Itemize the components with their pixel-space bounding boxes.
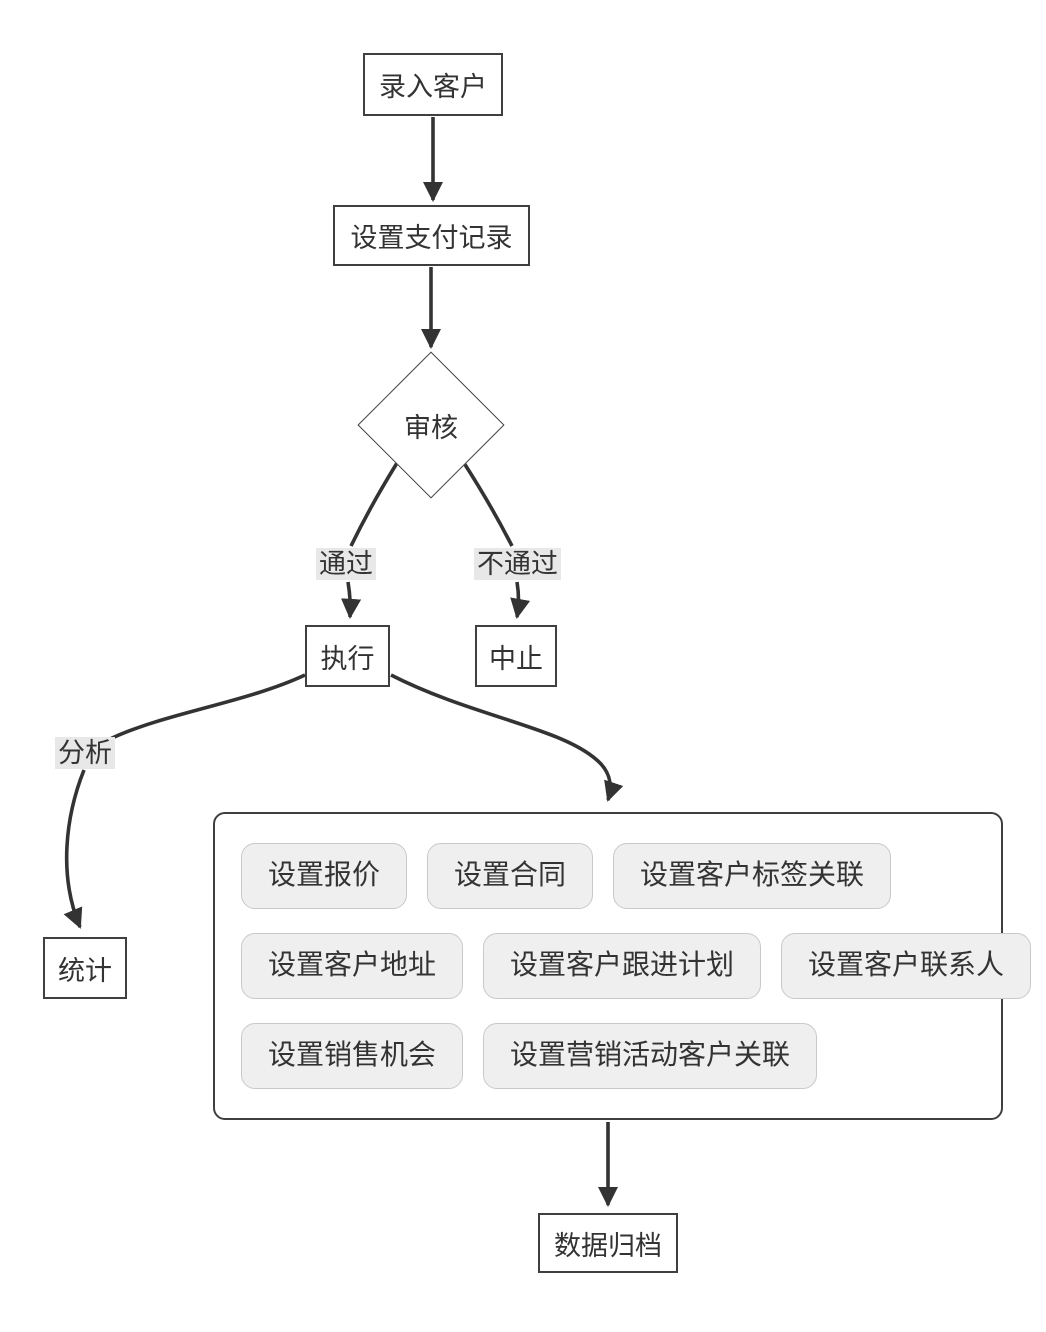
task-set-customer-contact: 设置客户联系人 <box>781 933 1032 999</box>
node-review-label: 审核 <box>404 412 458 443</box>
edge-analyze-to-statistics <box>63 769 86 929</box>
task-set-marketing-campaign-customer-relation: 设置营销活动客户关联 <box>483 1023 818 1089</box>
task-set-customer-address: 设置客户地址 <box>241 933 464 999</box>
node-enter-customer: 录入客户 <box>363 53 503 116</box>
node-abort: 中止 <box>475 625 557 687</box>
edge-label-analyze: 分析 <box>55 737 115 769</box>
edge-label-fail: 不通过 <box>474 548 561 580</box>
task-set-customer-followup-plan: 设置客户跟进计划 <box>483 933 762 999</box>
node-execute: 执行 <box>305 625 390 687</box>
task-group-container: 设置报价 设置合同 设置客户标签关联 设置客户地址 设置客户跟进计划 设置客户联… <box>213 812 1032 1120</box>
task-set-quote: 设置报价 <box>241 843 408 909</box>
task-row-3: 设置销售机会 设置营销活动客户关联 <box>241 1023 975 1089</box>
task-row-1: 设置报价 设置合同 设置客户标签关联 <box>241 843 975 909</box>
task-set-contract: 设置合同 <box>427 843 594 909</box>
node-statistics: 统计 <box>43 937 127 999</box>
task-set-sales-opportunity: 设置销售机会 <box>241 1023 464 1089</box>
edge-fail-to-abort <box>510 581 531 619</box>
node-data-archive: 数据归档 <box>538 1213 678 1273</box>
edge-execute-to-analyze <box>109 673 306 741</box>
node-set-payment-record: 设置支付记录 <box>333 205 530 266</box>
edge-pass-to-execute <box>341 581 362 620</box>
edge-label-pass: 通过 <box>316 548 376 580</box>
edge-review-to-pass <box>349 462 399 547</box>
edge-execute-to-taskgroup <box>390 673 624 802</box>
task-set-customer-tag-relation: 设置客户标签关联 <box>613 843 892 909</box>
edge-review-to-fail <box>462 462 514 547</box>
task-row-2: 设置客户地址 设置客户跟进计划 设置客户联系人 <box>241 933 1032 999</box>
